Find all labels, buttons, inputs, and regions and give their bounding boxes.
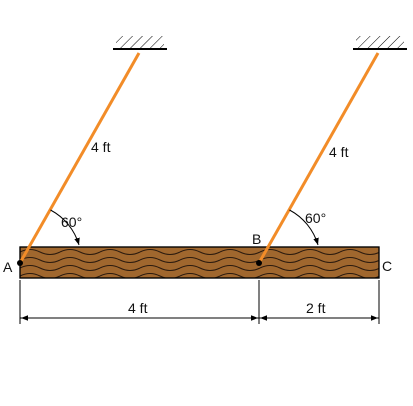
pin-b-icon (256, 260, 262, 266)
point-b-label: B (252, 231, 261, 247)
right-cable (257, 52, 380, 264)
dimension-ab-label: 4 ft (128, 300, 148, 316)
left-cable (18, 52, 141, 264)
dimension-lines (19, 280, 380, 324)
right-angle-label: 60° (305, 210, 326, 226)
left-angle-label: 60° (61, 214, 82, 230)
right-ceiling-support-icon (353, 36, 407, 50)
right-cable-length-label: 4 ft (329, 144, 349, 160)
wood-grain (19, 246, 380, 279)
angle-arc-right (289, 209, 319, 246)
left-cable-length-label: 4 ft (91, 139, 111, 155)
left-ceiling-support-icon (113, 36, 167, 50)
point-c-label: C (382, 258, 392, 274)
point-a-label: A (3, 259, 13, 275)
angle-arc-left (50, 209, 80, 246)
dimension-bc-label: 2 ft (306, 300, 326, 316)
pin-a-icon (17, 260, 23, 266)
